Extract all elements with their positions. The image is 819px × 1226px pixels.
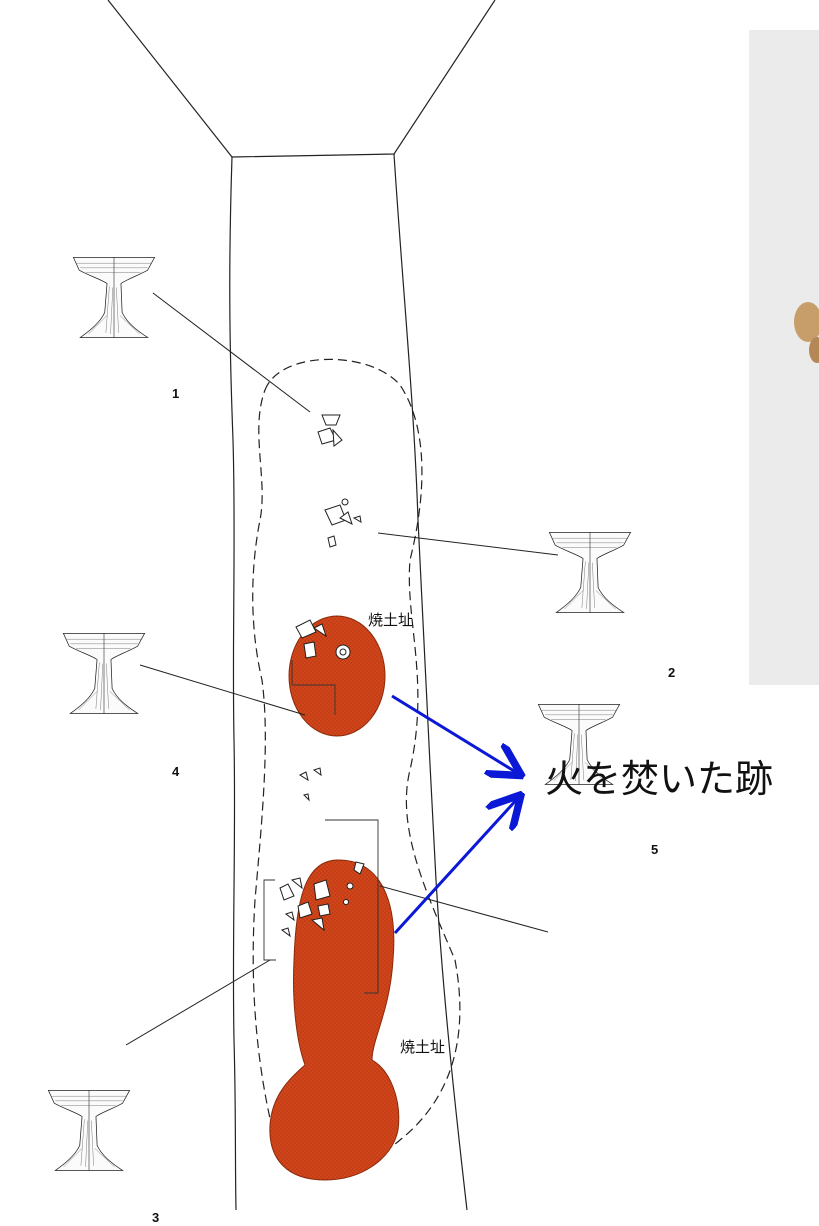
annotation-text: 火を焚いた跡 bbox=[545, 757, 773, 801]
burnt-area-lower bbox=[269, 859, 400, 1181]
cup-drawing-4 bbox=[63, 633, 145, 714]
photo-panel bbox=[749, 30, 819, 685]
burnt-soil-label-lower: 焼土址 bbox=[400, 1038, 445, 1056]
arrow-upper bbox=[391, 694, 519, 774]
cup-drawing-2 bbox=[549, 532, 631, 613]
arrow-lower bbox=[393, 797, 519, 935]
cup-label-3: 3 bbox=[152, 1210, 159, 1225]
burnt-soil-label-upper: 焼土址 bbox=[368, 611, 413, 629]
bracket-upper bbox=[291, 660, 336, 715]
sherd-scatter bbox=[279, 414, 365, 938]
dashed-boundary bbox=[252, 358, 461, 1169]
cup-drawing-3 bbox=[48, 1090, 130, 1171]
cup-label-1: 1 bbox=[172, 386, 179, 401]
cup-label-2: 2 bbox=[668, 665, 675, 680]
cup-drawing-1 bbox=[73, 257, 155, 338]
trench-outline bbox=[107, 0, 496, 1211]
cup-label-4: 4 bbox=[172, 764, 180, 779]
leader-lines bbox=[125, 292, 559, 1046]
cup-label-5: 5 bbox=[651, 842, 658, 857]
